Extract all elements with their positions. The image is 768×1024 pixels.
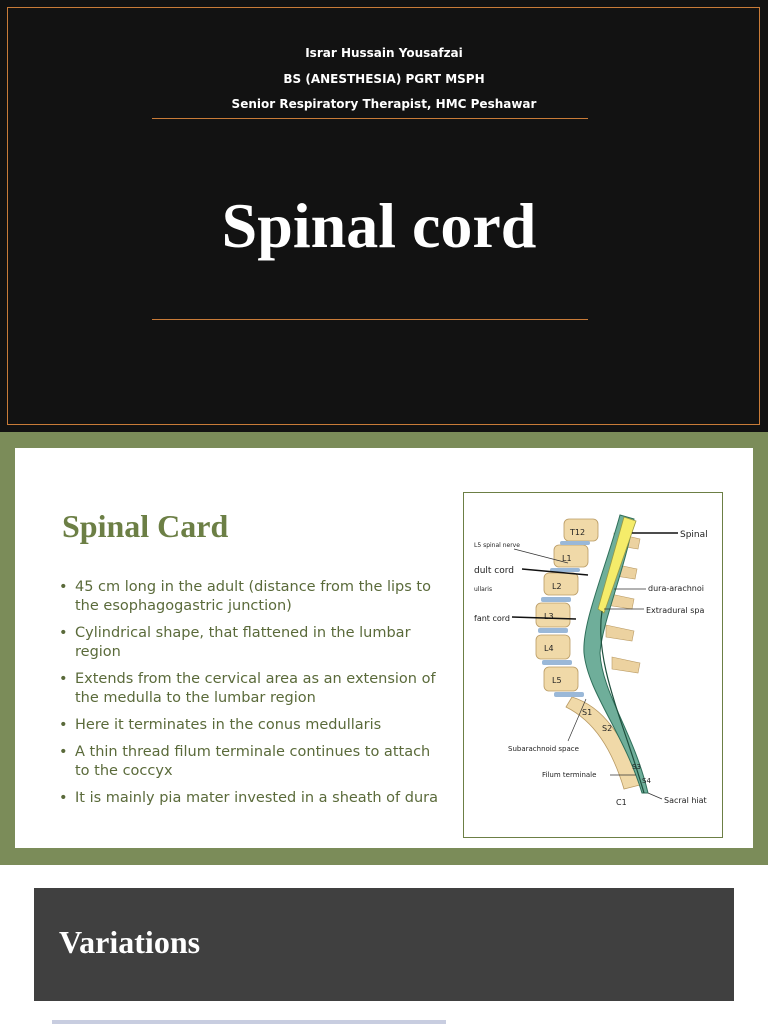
bullet-list: 45 cm long in the adult (distance from t…: [59, 578, 439, 816]
label-c1: C1: [616, 798, 627, 807]
label-s4: S4: [642, 777, 651, 785]
label-l5-nerve: L5 spinal nerve: [474, 542, 520, 549]
vertebra-l5: [543, 666, 579, 692]
bullet-item: Cylindrical shape, that flattened in the…: [59, 624, 439, 662]
next-slide-edge: [52, 1020, 446, 1024]
label-l4: L4: [544, 644, 554, 653]
label-adult-cord: dult cord: [474, 566, 514, 576]
spinal-anatomy-figure: T12 L1 L2 L3 L4 L5 S1 S2 S3 S4 C1 Spinal…: [463, 492, 723, 838]
label-spinal: Spinal: [680, 530, 708, 540]
title-slide: Israr Hussain Yousafzai BS (ANESTHESIA) …: [0, 0, 768, 432]
spine-diagram: T12 L1 L2 L3 L4 L5 S1 S2 S3 S4 C1 Spinal…: [474, 514, 708, 807]
label-infant-cord: fant cord: [474, 614, 510, 623]
vertebra-l4: [535, 634, 571, 660]
author-position: Senior Respiratory Therapist, HMC Peshaw…: [231, 97, 537, 111]
content-card: Spinal Card 45 cm long in the adult (dis…: [15, 448, 753, 848]
content-title: Spinal Card: [62, 508, 229, 544]
label-filum: Filum terminale: [542, 771, 596, 779]
label-extradural: Extradural spa: [646, 606, 704, 615]
label-dura-arachnoid: dura-arachnoi: [648, 584, 704, 593]
bullet-item: 45 cm long in the adult (distance from t…: [59, 578, 439, 616]
author-degree: BS (ANESTHESIA) PGRT MSPH: [283, 72, 485, 86]
label-l2: L2: [552, 582, 562, 591]
sacrum: [565, 696, 641, 790]
label-sacral: Sacral hiat: [664, 796, 707, 805]
top-divider: [152, 118, 588, 119]
cord: [597, 516, 637, 614]
label-subarachnoid: Subarachnoid space: [508, 745, 579, 753]
author-name: Israr Hussain Yousafzai: [305, 46, 463, 60]
label-s3: S3: [632, 763, 641, 771]
bullet-item: Extends from the cervical area as an ext…: [59, 670, 439, 708]
label-s2: S2: [602, 724, 612, 733]
slide-frame: [7, 7, 760, 425]
bottom-divider: [152, 319, 588, 320]
slide-title: Spinal cord: [221, 190, 537, 261]
bullet-item: It is mainly pia mater invested in a she…: [59, 789, 439, 808]
label-t12: T12: [569, 528, 585, 537]
content-slide: Spinal Card 45 cm long in the adult (dis…: [0, 432, 768, 865]
label-l1: L1: [562, 554, 572, 563]
label-l3: L3: [544, 612, 554, 621]
bullet-item: A thin thread filum terminale continues …: [59, 743, 439, 781]
filum-line: [600, 610, 645, 794]
variations-slide: Variations: [34, 888, 734, 1001]
label-s1: S1: [582, 708, 592, 717]
vertebra-l3: [535, 602, 571, 628]
variations-title: Variations: [59, 924, 201, 960]
dural-sac: [583, 514, 649, 794]
label-l5: L5: [552, 676, 562, 685]
label-medullaris: ullaris: [474, 586, 492, 593]
bullet-item: Here it terminates in the conus medullar…: [59, 716, 439, 735]
